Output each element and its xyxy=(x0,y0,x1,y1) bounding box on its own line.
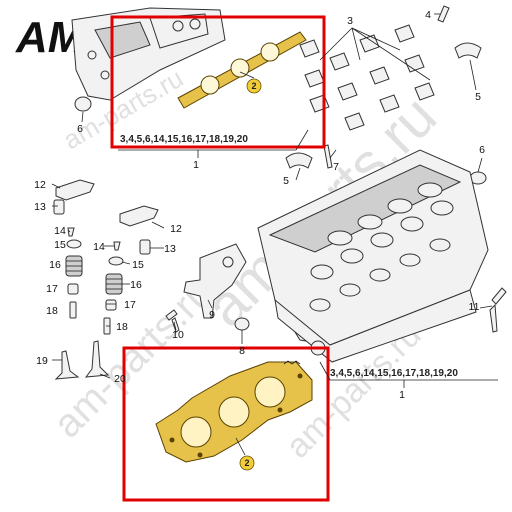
bolt-10 xyxy=(165,309,180,333)
callout-13-right: 13 xyxy=(164,243,176,255)
valve-springs xyxy=(65,255,123,295)
callout-5-top: 5 xyxy=(475,91,481,103)
callout-2-top: 2 xyxy=(251,81,256,91)
plug-6-left xyxy=(74,96,92,112)
callout-4: 4 xyxy=(425,9,431,21)
leader-lines xyxy=(51,13,493,456)
callout-19: 19 xyxy=(36,355,48,367)
callout-17-left: 17 xyxy=(46,283,58,295)
callout-2-bottom: 2 xyxy=(244,458,249,468)
callout-6-left: 6 xyxy=(77,123,83,135)
bracket-9 xyxy=(183,243,247,319)
callout-9: 9 xyxy=(209,309,215,321)
callout-numbers: 1 1 3 4 5 5 6 6 7 8 9 10 11 12 12 13 13 … xyxy=(34,9,485,401)
valve-train xyxy=(53,179,159,380)
callout-20: 20 xyxy=(114,373,126,385)
callout-7: 7 xyxy=(333,161,339,173)
callout-14-right: 14 xyxy=(93,241,105,253)
callout-11: 11 xyxy=(469,301,480,313)
main-cylinder-head xyxy=(257,149,507,363)
top-head-gasket xyxy=(177,31,307,109)
callout-17-right: 17 xyxy=(124,299,136,311)
callout-14-left: 14 xyxy=(54,225,66,237)
group-bracket-bottom xyxy=(319,361,498,388)
callout-5-mid: 5 xyxy=(283,175,289,187)
top-cylinder-head xyxy=(71,7,226,101)
callout-6-right: 6 xyxy=(479,144,485,156)
callout-3: 3 xyxy=(347,15,353,27)
group-bracket-top xyxy=(118,129,309,158)
highlight-box-bottom xyxy=(122,346,330,502)
callout-8: 8 xyxy=(239,345,245,357)
callout-16-right: 16 xyxy=(130,279,142,291)
highlight-box-top xyxy=(110,15,326,149)
callout-12-right: 12 xyxy=(170,223,182,235)
subparts-list-bottom: 3,4,5,6,14,15,16,17,18,19,20 xyxy=(330,368,458,379)
callout-10: 10 xyxy=(172,329,184,341)
callout-1-bottom: 1 xyxy=(399,389,405,401)
callout-15-right: 15 xyxy=(132,259,144,271)
callout-1-top: 1 xyxy=(193,159,199,171)
callout-16-left: 16 xyxy=(49,259,61,271)
subparts-list-top: 3,4,5,6,14,15,16,17,18,19,20 xyxy=(120,134,248,145)
bottom-head-gasket xyxy=(155,360,313,463)
callout-13-left: 13 xyxy=(34,201,46,213)
callout-18-left: 18 xyxy=(46,305,58,317)
callout-12-left: 12 xyxy=(34,179,46,191)
gasket-tag-bottom: 2 xyxy=(239,455,255,471)
gasket-tag-top: 2 xyxy=(246,78,262,94)
bearing-caps xyxy=(285,5,487,185)
callout-18-right: 18 xyxy=(116,321,128,333)
head-ports xyxy=(309,182,454,312)
callout-15-left: 15 xyxy=(54,239,66,251)
seal-8 xyxy=(234,317,250,331)
